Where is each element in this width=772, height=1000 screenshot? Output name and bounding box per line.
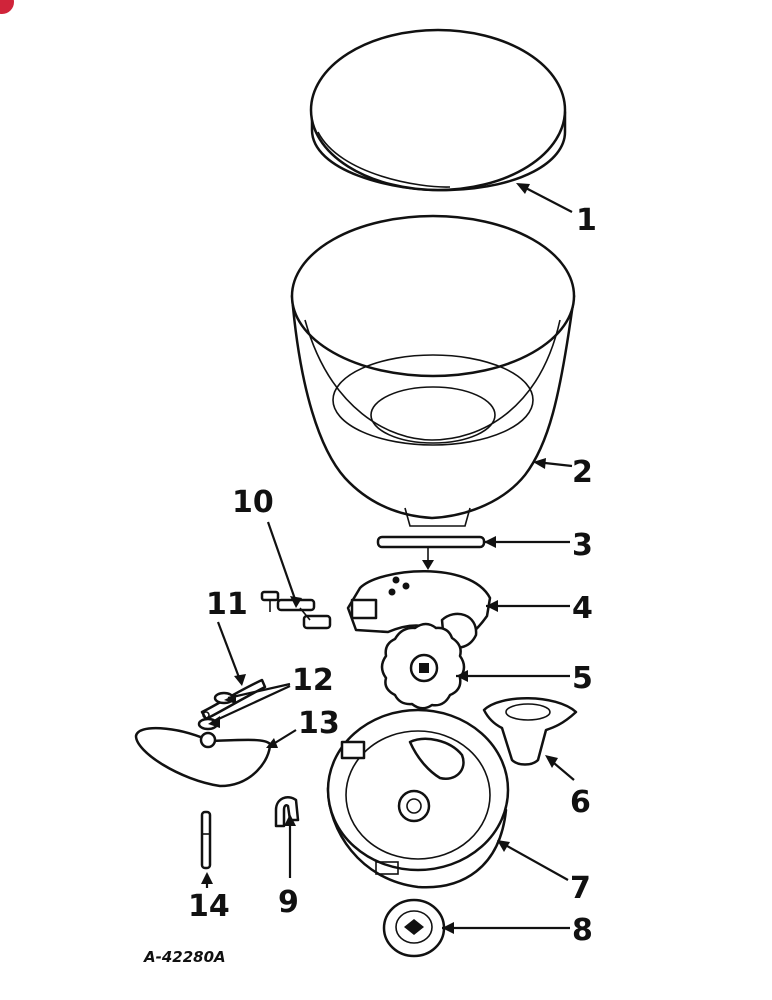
leader-12a [227,682,291,700]
leader-7 [499,841,569,881]
callout-11: 11 [206,587,248,622]
seed-tube-icon [482,697,578,766]
callout-13: 13 [298,706,340,741]
agitator-pin-icon [376,535,486,570]
hopper-bottom-icon [326,708,510,889]
callout-12: 12 [292,663,334,698]
callout-numbers: 1 2 3 4 5 6 7 8 9 10 11 12 13 14 [188,203,597,948]
bearing-icon [382,898,446,958]
hopper-icon [290,214,576,527]
spring-icon [134,726,272,788]
leader-11 [216,621,242,681]
callout-2: 2 [572,455,593,490]
seed-plate-icon [380,622,466,710]
callout-6: 6 [570,785,591,820]
callout-5: 5 [572,661,593,696]
callout-10: 10 [232,485,274,520]
clip-icon [274,796,300,828]
callout-7: 7 [570,871,591,906]
leader-12b [211,685,291,723]
callout-4: 4 [572,591,593,626]
callout-14: 14 [188,889,230,924]
seed-plate-cover-icon [346,570,492,649]
callout-3: 3 [572,528,593,563]
figure-id: A-42280A [143,948,226,966]
pin-icon [200,810,212,870]
hopper-lid-icon [309,28,567,192]
callout-8: 8 [572,913,593,948]
callout-1: 1 [576,203,597,238]
leader-1 [519,184,573,213]
leader-lines [205,184,575,930]
leader-10 [266,521,298,603]
callout-9: 9 [278,885,299,920]
arrowheads [201,183,558,934]
